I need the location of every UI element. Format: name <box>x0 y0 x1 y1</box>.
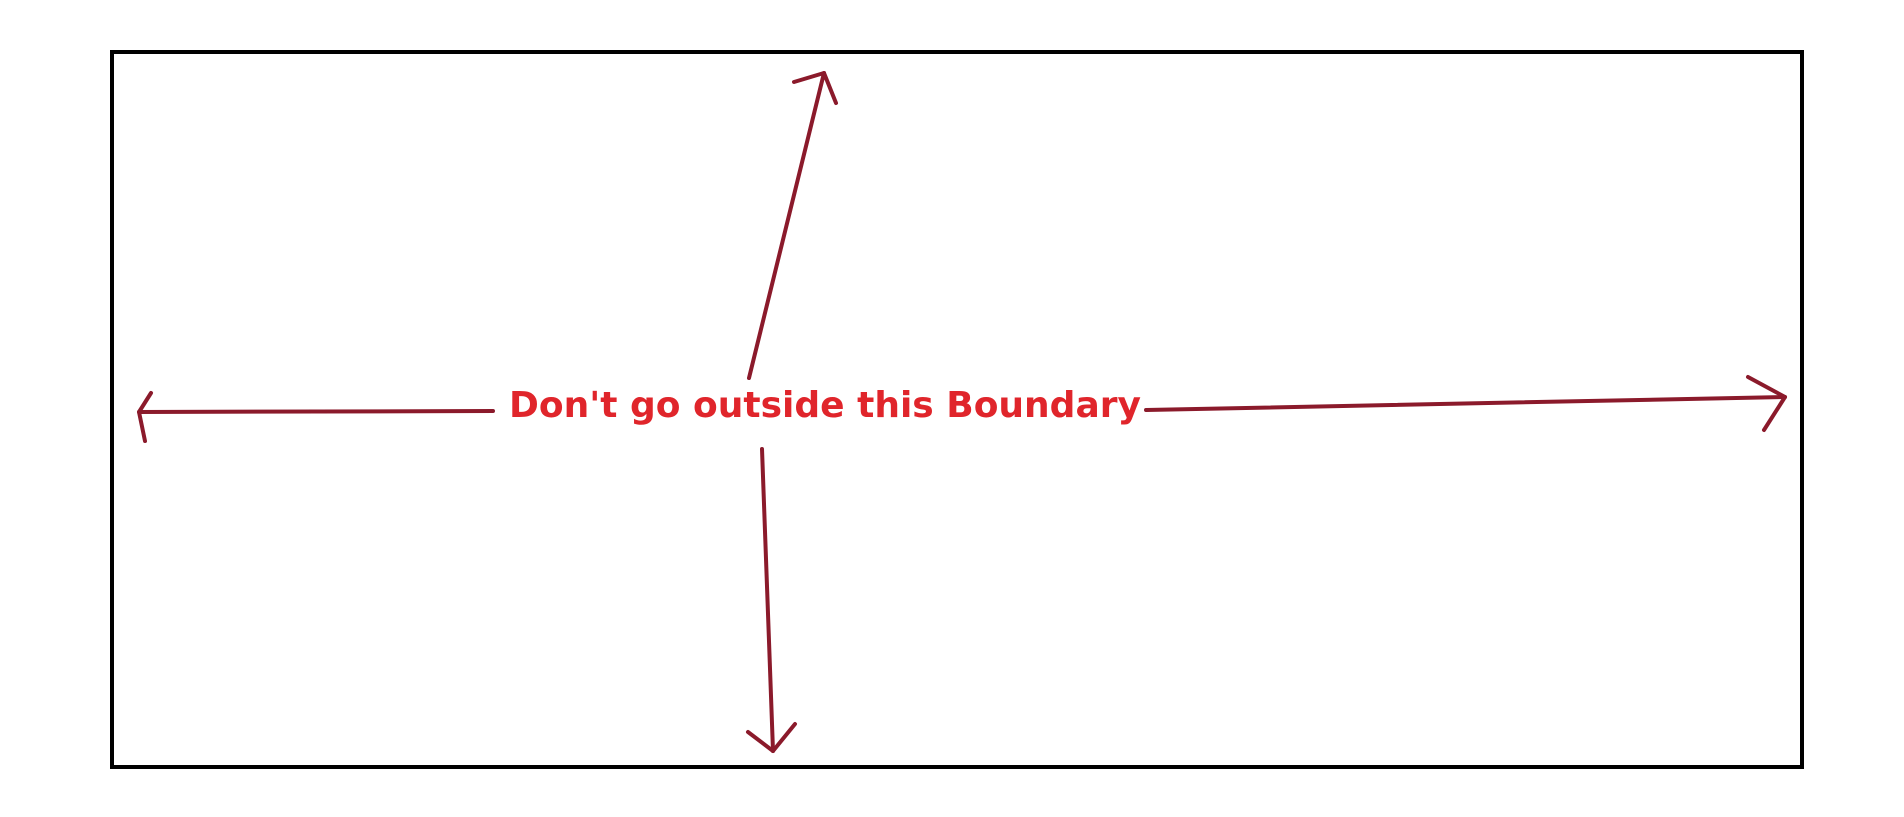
arrow-up <box>747 71 838 380</box>
boundary-warning-label: Don't go outside this Boundary <box>509 385 1141 426</box>
arrow-down <box>746 447 797 753</box>
arrow-left <box>137 391 495 443</box>
boundary-box <box>110 50 1804 769</box>
arrow-right <box>1144 375 1787 432</box>
